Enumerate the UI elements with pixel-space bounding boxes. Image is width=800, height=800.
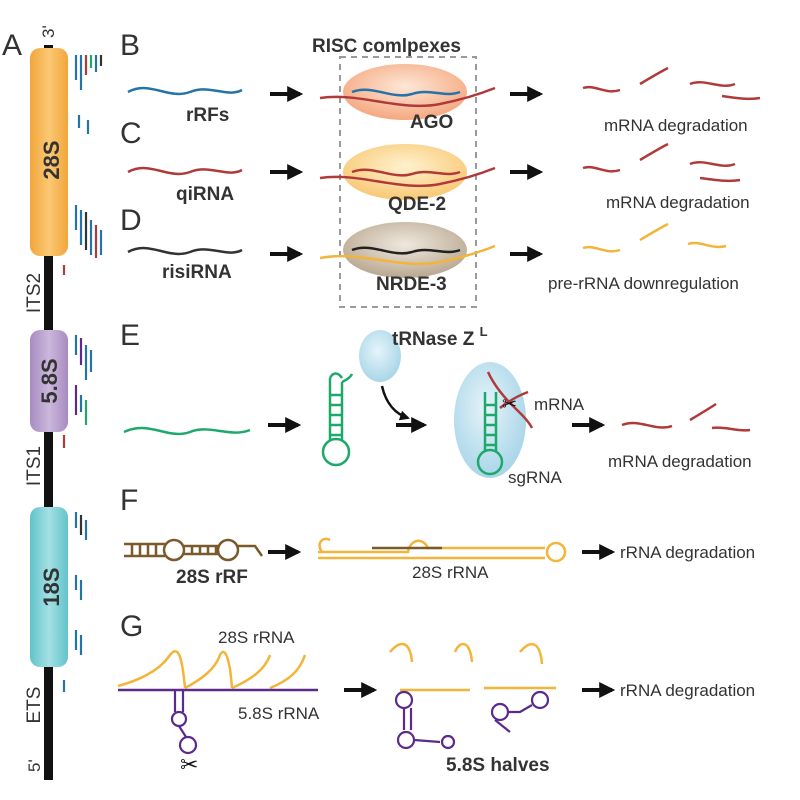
panel-d: D risiRNA NRDE-3 pre-rRNA downregulation xyxy=(120,204,739,295)
panel-f: F 28S rRF 28S rRNA xyxy=(120,484,755,588)
e-outcome: mRNA degradation xyxy=(608,452,752,471)
rrf-strand xyxy=(127,86,243,96)
scissors-icon: ✂ xyxy=(502,394,517,414)
five-prime-label: 5' xyxy=(25,759,44,772)
qde2-label: QDE-2 xyxy=(388,194,446,215)
risc-box xyxy=(339,56,477,308)
risc-title: RISC comlpexes xyxy=(312,36,461,57)
panel-a-letter: A xyxy=(2,29,22,62)
three-prime-label: 3' xyxy=(39,25,58,38)
panel-c: C qiRNA QDE-2 mRNA degradation xyxy=(120,117,750,215)
complex-mrna xyxy=(486,371,534,429)
e-rrf-strand xyxy=(123,426,251,436)
its1-label: ITS1 xyxy=(24,446,45,486)
nrde3-protein xyxy=(343,222,467,278)
qirna-label: qiRNA xyxy=(176,184,234,205)
g-58s-halves xyxy=(394,690,550,750)
d-outcome: pre-rRNA downregulation xyxy=(548,274,739,293)
b-target-mrna xyxy=(319,86,496,108)
its2-label: ITS2 xyxy=(24,273,45,313)
trnase-label: tRNase Z L xyxy=(392,324,488,350)
d-degraded-fragments xyxy=(582,222,727,253)
segment-5-8s-label: 5.8S xyxy=(37,358,62,403)
ets-label: ETS xyxy=(24,687,45,724)
nrde3-label: NRDE-3 xyxy=(376,274,447,295)
g-28s-rrna-loops xyxy=(117,650,307,690)
b-degraded-fragments xyxy=(582,66,761,101)
risirna-label: risiRNA xyxy=(162,262,232,283)
panel-f-letter: F xyxy=(120,484,138,517)
segment-18s xyxy=(30,507,68,667)
f-28s-rrf-structure xyxy=(124,538,264,562)
g-released-28s-loops xyxy=(389,642,556,692)
d-target-rrna xyxy=(319,244,496,266)
b-guide-strand xyxy=(351,88,461,97)
segment-28s-label: 28S xyxy=(39,140,64,179)
d-guide-strand xyxy=(351,246,461,255)
f-28s-rrf-label: 28S rRF xyxy=(176,567,248,588)
panel-b-letter: B xyxy=(120,29,140,62)
sgrna-label: sgRNA xyxy=(508,468,563,487)
c-target-mrna xyxy=(319,166,496,188)
g-28s-rrna-label: 28S rRNA xyxy=(218,628,295,647)
e-degraded-fragments xyxy=(621,402,751,432)
g-58s-hairpins xyxy=(170,690,198,755)
c-outcome: mRNA degradation xyxy=(606,193,750,212)
segment-5-8s xyxy=(30,330,68,432)
rrf-label: rRFs xyxy=(186,105,229,126)
panel-e: E tRNase Z L xyxy=(120,319,752,487)
panel-e-letter: E xyxy=(120,319,140,352)
f-outcome: rRNA degradation xyxy=(620,543,755,562)
qde2-protein xyxy=(343,144,467,200)
trnase-curved-arrow xyxy=(380,385,410,421)
risirna-strand xyxy=(127,246,243,256)
panel-g: G 28S rRNA ✂ 5.8S rRNA xyxy=(117,610,755,777)
g-scissors-icon: ✂ xyxy=(180,752,198,777)
hairpin-sgrna xyxy=(321,372,354,467)
f-28s-rrna-label: 28S rRNA xyxy=(412,563,489,582)
g-58s-rrna-label: 5.8S rRNA xyxy=(238,704,320,723)
complex-mrna-cross xyxy=(499,390,529,409)
trnase-z-enzyme xyxy=(359,330,401,382)
ago-protein xyxy=(343,64,467,120)
trnase-complex xyxy=(454,362,526,478)
mrna-label: mRNA xyxy=(534,395,585,414)
b-outcome: mRNA degradation xyxy=(604,116,748,135)
panel-d-letter: D xyxy=(120,204,142,237)
rrf-marks xyxy=(62,55,103,692)
g-58s-halves-label: 5.8S halves xyxy=(446,755,550,776)
segment-18s-label: 18S xyxy=(39,567,64,606)
panel-c-letter: C xyxy=(120,117,142,150)
f-28s-rrna-duplex xyxy=(318,537,567,563)
panel-a: A 3' 28S 5.8S 18S ITS2 ITS1 ETS 5' xyxy=(2,25,103,780)
g-outcome: rRNA degradation xyxy=(620,681,755,700)
panel-g-letter: G xyxy=(120,610,143,643)
panel-b: B rRFs AGO mRNA degradation xyxy=(120,29,761,135)
c-degraded-fragments xyxy=(582,142,741,183)
segment-28s xyxy=(30,48,68,256)
complex-sgrna xyxy=(476,392,504,476)
ago-label: AGO xyxy=(410,112,453,133)
c-guide-strand xyxy=(351,168,461,177)
qirna-strand xyxy=(127,166,243,176)
